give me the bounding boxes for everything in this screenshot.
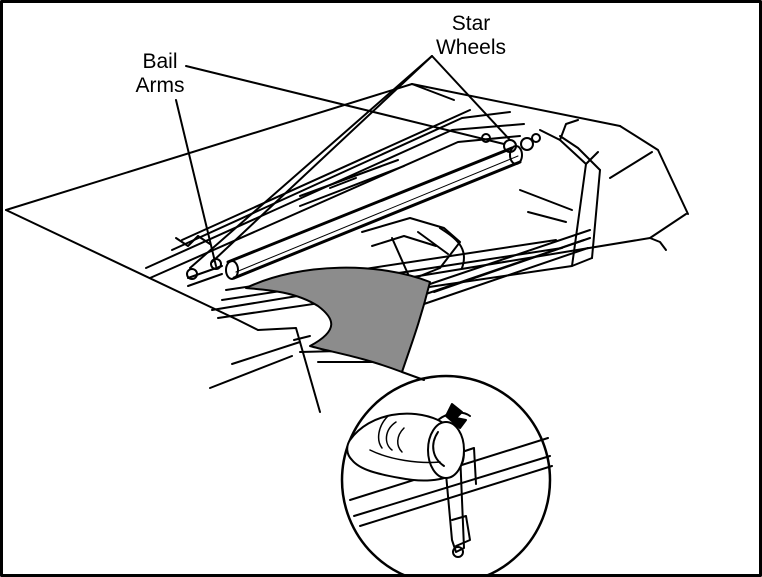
paper-guide [175,159,465,281]
carriage-frame [145,109,601,319]
callout-leaders [175,55,511,269]
bail-arms-label: Bail Arms [124,50,196,98]
bail-arms-label-line1: Bail [142,50,178,73]
lower-shaft [419,229,591,305]
star-wheels-label: Star Wheels [416,12,526,60]
detail-magnifier [340,371,553,577]
star-wheels-label-line1: Star [451,12,491,35]
star-wheels-label-line2: Wheels [435,36,507,59]
platen-roller [187,133,541,287]
paper-sheet [245,266,431,373]
bail-arms-label-line2: Arms [135,74,185,97]
